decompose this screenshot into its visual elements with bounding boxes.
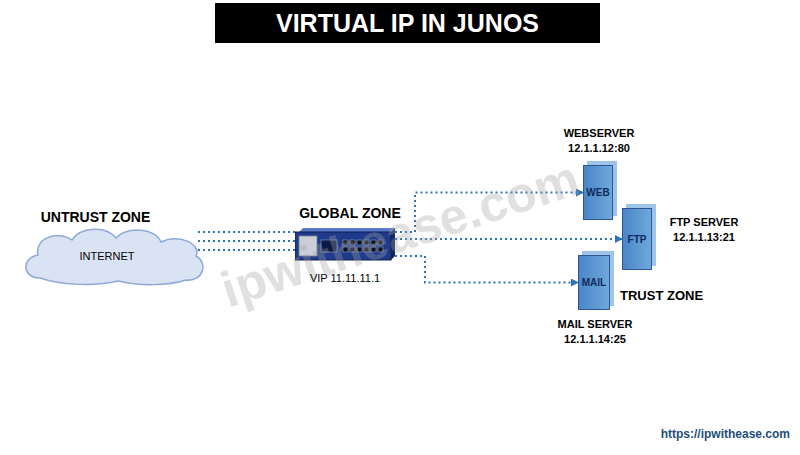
vip-label-wrap: VIP 11.11.11.1 <box>275 268 415 286</box>
zone-shape <box>455 110 795 448</box>
server-name-wrap: MAIL <box>579 256 609 309</box>
dotted-connector <box>395 238 622 240</box>
dotted-connector <box>198 249 295 251</box>
zone-ellipse: UNTRUST ZONE INTERNET <box>3 190 188 320</box>
title-bar: VIRTUAL IP IN JUNOS <box>215 3 600 43</box>
dotted-connector <box>395 256 578 283</box>
dotted-connector <box>395 193 583 233</box>
zone-heading: GLOBAL ZONE <box>299 205 401 221</box>
title-wrap: VIRTUAL IP IN JUNOS <box>215 3 600 43</box>
server-name: WEB <box>586 187 609 198</box>
zone-heading: UNTRUST ZONE <box>41 209 151 225</box>
zone-heading-wrap: UNTRUST ZONE <box>3 208 188 226</box>
zone-ellipse: GLOBAL ZONE VIP 11.11.11.1 <box>248 182 452 318</box>
server-name-wrap: FTP <box>623 209 651 269</box>
server-label-wrap: FTP SERVER 12.1.1.13:21 <box>659 215 749 245</box>
dotted-connector <box>198 231 295 233</box>
server-name: FTP <box>628 234 647 245</box>
server-label-wrap: WEBSERVER 12.1.1.12:80 <box>554 126 644 156</box>
server-label: WEBSERVER 12.1.1.12:80 <box>554 126 644 156</box>
cloud-label: INTERNET <box>80 250 135 262</box>
server-name: MAIL <box>582 277 606 288</box>
watermark-wrap: ipwithease.com <box>191 142 608 327</box>
server-box: FTPFTP SERVER 12.1.1.13:21 <box>622 208 652 270</box>
server-label-wrap: MAIL SERVER 12.1.1.14:25 <box>550 317 640 347</box>
server-box: WEBWEBSERVER 12.1.1.12:80 <box>583 165 613 220</box>
url-wrap: https://ipwithease.com <box>661 424 790 442</box>
dotted-connector <box>198 240 295 242</box>
internet-cloud: INTERNET <box>18 224 206 286</box>
source-url: https://ipwithease.com <box>661 427 790 441</box>
zone-heading-wrap: TRUST ZONE <box>620 286 750 304</box>
zone-ellipse: TRUST ZONEWEBWEBSERVER 12.1.1.12:80FTPFT… <box>455 110 795 448</box>
title-text: VIRTUAL IP IN JUNOS <box>276 9 539 38</box>
vip-label: VIP 11.11.11.1 <box>310 272 380 284</box>
zone-heading-wrap: GLOBAL ZONE <box>248 204 452 222</box>
firewall-device: VIP 11.11.11.1 <box>295 226 395 262</box>
server-name-wrap: WEB <box>584 166 612 219</box>
zone-heading: TRUST ZONE <box>620 288 703 303</box>
server-box: MAILMAIL SERVER 12.1.1.14:25 <box>578 255 610 310</box>
cloud-label-wrap: INTERNET <box>18 246 196 264</box>
server-label: FTP SERVER 12.1.1.13:21 <box>659 215 749 245</box>
watermark: ipwithease.com <box>214 150 585 318</box>
server-label: MAIL SERVER 12.1.1.14:25 <box>550 317 640 347</box>
firewall-illustration <box>295 226 395 262</box>
